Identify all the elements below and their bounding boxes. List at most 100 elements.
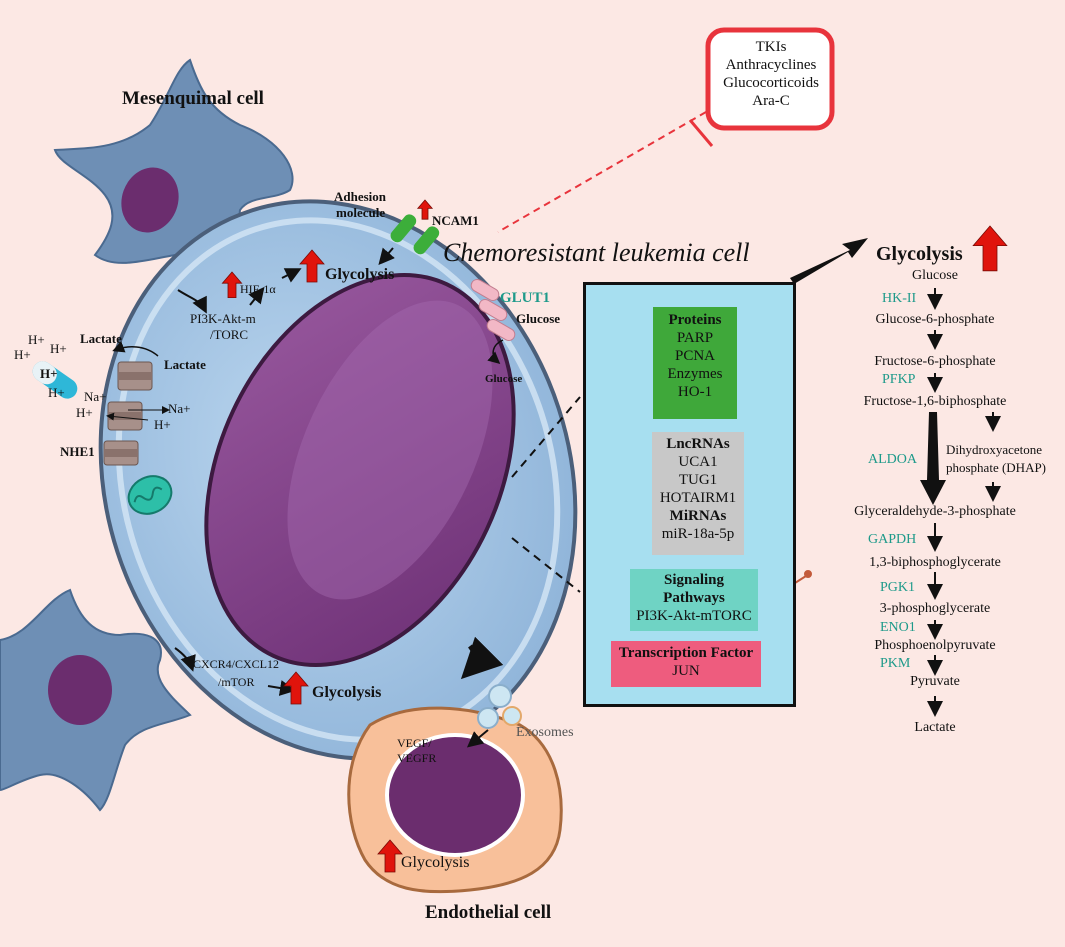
exosomes-label: Exosomes bbox=[516, 725, 574, 740]
dhap-label-1: Dihydroxyacetone bbox=[946, 442, 1043, 457]
dhap-label-2: phosphate (DHAP) bbox=[946, 460, 1047, 475]
proton-label: H+ bbox=[50, 341, 67, 356]
tf-title: Transcription Factor bbox=[618, 645, 754, 661]
arrow-cxcr4 bbox=[174, 647, 196, 672]
drug-item: Ara-C bbox=[752, 93, 790, 109]
enzyme-label: PFKP bbox=[882, 372, 916, 387]
protein-item: Enzymes bbox=[667, 366, 723, 382]
mesenchymal-nucleus-bottom bbox=[48, 655, 112, 725]
hif-label: HIF-1α bbox=[240, 282, 276, 296]
lncrna-item: UCA1 bbox=[678, 454, 718, 470]
tf-item: JUN bbox=[672, 663, 700, 679]
up-arrow-icon bbox=[416, 199, 434, 220]
enzyme-label: GAPDH bbox=[868, 532, 917, 547]
vegf-label-1: VEGF/ bbox=[397, 736, 432, 750]
ncam1-receptor-1 bbox=[390, 214, 417, 243]
big-arrow-to-pathway bbox=[790, 238, 868, 284]
cxcr4-label-1: CXCR4/CXCL12 bbox=[193, 657, 280, 671]
drug-inhibition-line bbox=[497, 111, 707, 233]
arrow-glucose-in bbox=[487, 339, 504, 364]
pathway-step: Phosphoenolpyruvate bbox=[874, 638, 996, 653]
nhe1-transporter bbox=[103, 440, 139, 466]
mesenchymal-nucleus-top bbox=[121, 167, 179, 233]
pathway-step: 1,3-biphosphoglycerate bbox=[869, 555, 1001, 570]
pathway-step: Fructose-6-phosphate bbox=[874, 354, 996, 369]
adhesion-label-1: Adhesion bbox=[334, 189, 387, 204]
arrow-ncam bbox=[378, 247, 395, 266]
ncam1-receptor-2 bbox=[413, 226, 440, 255]
arrow-h-out bbox=[106, 412, 149, 421]
glucose-outside-label: Glucose bbox=[516, 311, 561, 326]
pathway-step: Lactate bbox=[914, 720, 956, 735]
pi3k-label-2: /TORC bbox=[210, 327, 249, 342]
pathway-step: Fructose-1,6-biphosphate bbox=[863, 394, 1007, 409]
leukemia-nucleus bbox=[204, 273, 516, 667]
signaling-title-2: Pathways bbox=[663, 590, 725, 606]
arrow-glycolysis-top bbox=[281, 268, 302, 283]
glycolysis-top-label: Glycolysis bbox=[325, 266, 395, 283]
enzyme-label: HK-II bbox=[882, 291, 917, 306]
drug-item: TKIs bbox=[755, 39, 787, 55]
adhesion-label-2: molecule bbox=[336, 205, 386, 220]
arrow-vegf bbox=[466, 729, 489, 748]
zoom-line-bottom bbox=[511, 537, 581, 593]
mitochondria bbox=[127, 475, 173, 515]
proton-label: H+ bbox=[48, 385, 65, 400]
arrow-mtor bbox=[267, 680, 296, 696]
drug-item: Glucocorticoids bbox=[723, 75, 819, 91]
leukemia-nucleus-highlight bbox=[287, 300, 493, 600]
lncrna-item: HOTAIRM1 bbox=[659, 490, 737, 506]
lactate-transporter bbox=[117, 361, 153, 391]
signaling-item: PI3K-Akt-mTORC bbox=[636, 608, 752, 624]
drug-item: Anthracyclines bbox=[725, 57, 817, 73]
drug-list: TKIs Anthracyclines Glucocorticoids Ara-… bbox=[712, 38, 830, 110]
nhe1-label: NHE1 bbox=[60, 444, 95, 459]
glycolysis-bottom-label: Glycolysis bbox=[312, 684, 382, 701]
protein-item: HO-1 bbox=[677, 384, 713, 400]
glucose-inside-label: Glucose bbox=[485, 373, 523, 385]
up-arrow-icon bbox=[283, 671, 309, 705]
enzyme-label: ALDOA bbox=[868, 452, 917, 467]
aldoa-arrow bbox=[920, 412, 946, 505]
glut1-label: GLUT1 bbox=[500, 290, 551, 306]
lactate-outside-label: Lactate bbox=[80, 331, 122, 346]
pathway-step: Glucose bbox=[912, 268, 958, 283]
tf-box: Transcription Factor JUN bbox=[611, 641, 761, 687]
arrow-exosome-release bbox=[460, 636, 504, 680]
endothelial-cell-label: Endothelial cell bbox=[425, 902, 552, 923]
protein-item: PCNA bbox=[674, 348, 715, 364]
zoom-line-top bbox=[511, 396, 581, 478]
proton-label: H+ bbox=[40, 366, 58, 381]
proteins-box: Proteins PARP PCNA Enzymes HO-1 bbox=[653, 307, 737, 419]
pathway-step: Pyruvate bbox=[910, 674, 960, 689]
drug-box-frame bbox=[705, 27, 835, 131]
glut1-transporter bbox=[470, 279, 516, 341]
drug-inhibition-bar bbox=[688, 119, 714, 147]
signaling-title-1: Signaling bbox=[663, 572, 725, 588]
lncrna-title: LncRNAs bbox=[666, 436, 730, 452]
na-outside-label: Na+ bbox=[84, 389, 107, 404]
protein-item: PARP bbox=[676, 330, 714, 346]
pathway-step: 3-phosphoglycerate bbox=[879, 601, 991, 616]
arrow-lactate-out bbox=[112, 341, 159, 357]
up-arrow-icon bbox=[972, 225, 1008, 272]
up-arrow-icon bbox=[221, 271, 243, 298]
glycolysis-endothelial-label: Glycolysis bbox=[401, 854, 470, 871]
mesenchymal-cell-label: Mesenquimal cell bbox=[122, 88, 264, 109]
pathway-arrows bbox=[927, 288, 1001, 717]
arrow-pi3k bbox=[177, 289, 207, 314]
capsule-drug bbox=[32, 361, 78, 399]
rna-box: LncRNAs UCA1 TUG1 HOTAIRM1 MiRNAs miR-18… bbox=[652, 432, 744, 555]
proton-label: H+ bbox=[28, 332, 45, 347]
pi3k-label-1: PI3K-Akt-m bbox=[190, 311, 256, 326]
enzyme-label: PKM bbox=[880, 656, 911, 671]
lactate-inside-label: Lactate bbox=[164, 357, 206, 372]
na-h-exchanger bbox=[107, 401, 143, 431]
signaling-box: Signaling Pathways PI3K-Akt-mTORC bbox=[630, 569, 758, 631]
lncrna-item: TUG1 bbox=[678, 472, 718, 488]
enzyme-label: ENO1 bbox=[880, 620, 916, 635]
leukemia-cell-label: Chemoresistant leukemia cell bbox=[443, 238, 750, 267]
proteins-title: Proteins bbox=[668, 312, 722, 328]
